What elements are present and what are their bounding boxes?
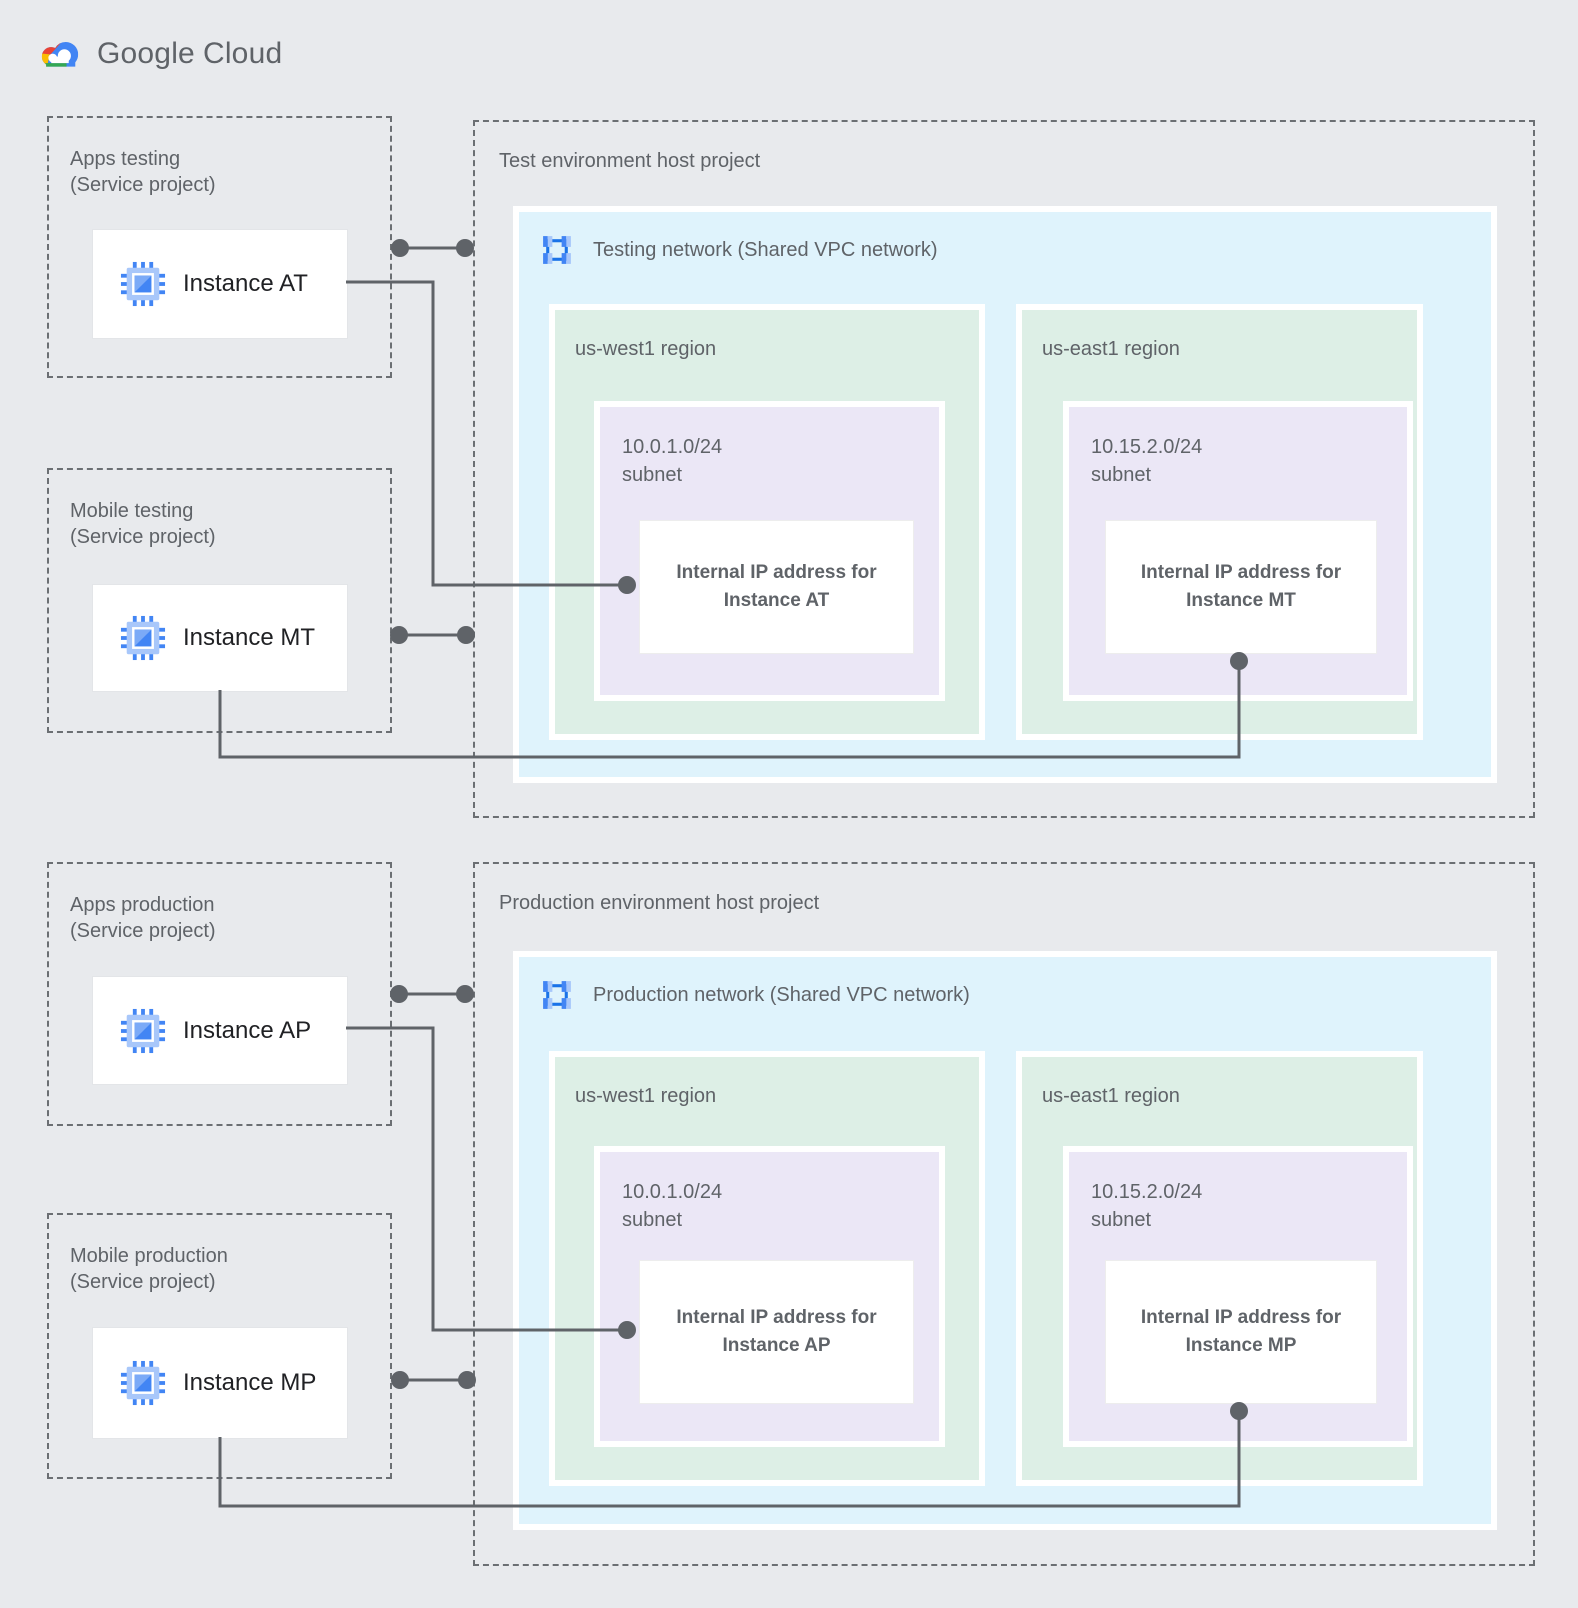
subnet-label: 10.0.1.0/24 subnet [622,1178,722,1234]
instance-card-at: Instance AT [92,229,348,339]
compute-engine-icon [120,1360,166,1406]
host-project-title: Test environment host project [499,150,761,172]
vpc-network-box-production: Production network (Shared VPC network) … [519,957,1491,1524]
google-cloud-logo-icon [41,42,79,67]
region-box-us-east1-test: us-east1 region 10.15.2.0/24 subnet Inte… [1022,310,1417,734]
region-box-us-west1-test: us-west1 region 10.0.1.0/24 subnet Inter… [555,310,979,734]
instance-card-ap: Instance AP [92,976,348,1085]
connector-dot [391,239,409,257]
service-project-title: Apps production (Service project) [70,892,216,945]
service-project-box-apps-production: Apps production (Service project) Instan… [47,862,392,1126]
connector-dot [390,985,408,1003]
vpc-network-header: Production network (Shared VPC network) [540,978,970,1012]
instance-label: Instance MT [183,624,316,651]
vpc-network-icon [543,236,571,264]
connector-dot [456,239,474,257]
internal-ip-box-mt: Internal IP address for Instance MT [1105,520,1377,654]
subnet-cidr: 10.0.1.0/24 [622,1181,723,1203]
subnet-label: 10.0.1.0/24 subnet [622,433,722,489]
service-project-box-apps-testing: Apps testing (Service project) Instance … [47,116,392,378]
service-project-title: Mobile production (Service project) [70,1243,228,1296]
connector-dot [456,985,474,1003]
network-label: Testing network (Shared VPC network) [593,238,938,261]
subnet-word: subnet [1091,464,1152,486]
instance-card-mp: Instance MP [92,1327,348,1439]
internal-ip-box-ap: Internal IP address for Instance AP [639,1260,914,1404]
subnet-cidr: 10.0.1.0/24 [622,436,723,458]
service-project-name: Mobile production [70,1245,228,1267]
service-project-title: Apps testing (Service project) [70,146,216,199]
service-project-box-mobile-testing: Mobile testing (Service project) Instanc… [47,468,392,733]
service-project-title: Mobile testing (Service project) [70,498,216,551]
subnet-cidr: 10.15.2.0/24 [1091,436,1203,458]
vpc-network-icon [543,981,571,1009]
internal-ip-instance: Instance MP [1185,1335,1297,1356]
service-project-name: Apps testing [70,148,181,170]
region-box-us-west1-prod: us-west1 region 10.0.1.0/24 subnet Inter… [555,1057,979,1480]
subnet-label: 10.15.2.0/24 subnet [1091,433,1202,489]
connector-dot [390,626,408,644]
subnet-word: subnet [1091,1209,1152,1231]
region-label: us-west1 region [575,1085,717,1107]
instance-label: Instance MP [183,1369,317,1396]
subnet-box: 10.0.1.0/24 subnet Internal IP address f… [600,407,939,695]
internal-ip-instance: Instance AT [723,590,830,611]
compute-engine-icon [120,1008,166,1053]
instance-card-mt: Instance MT [92,584,348,692]
service-project-name: Mobile testing [70,500,194,522]
internal-ip-instance: Instance AP [722,1335,831,1356]
compute-engine-icon [120,261,166,307]
internal-ip-box-mp: Internal IP address for Instance MP [1105,1260,1377,1404]
internal-ip-text: Internal IP address for [676,561,877,583]
subnet-box: 10.0.1.0/24 subnet Internal IP address f… [600,1152,939,1441]
logo-word-cloud: Cloud [202,37,283,70]
subnet-box: 10.15.2.0/24 subnet Internal IP address … [1069,1152,1407,1441]
internal-ip-text: Internal IP address for [676,1306,877,1328]
internal-ip-text: Internal IP address for [1140,561,1342,583]
vpc-network-box-testing: Testing network (Shared VPC network) us-… [519,212,1491,777]
subnet-cidr: 10.15.2.0/24 [1091,1181,1203,1203]
service-project-subtitle: (Service project) [70,920,216,943]
instance-label: Instance AT [183,270,308,297]
service-project-name: Apps production [70,894,215,916]
internal-ip-box-at: Internal IP address for Instance AT [639,520,914,654]
service-project-subtitle: (Service project) [70,1271,216,1294]
connector-dot [391,1371,409,1389]
host-project-title: Production environment host project [499,892,820,914]
service-project-subtitle: (Service project) [70,174,216,197]
subnet-box: 10.15.2.0/24 subnet Internal IP address … [1069,407,1407,695]
host-project-box-production: Production environment host project Prod… [473,862,1535,1566]
region-label: us-east1 region [1042,338,1180,360]
compute-engine-icon [120,615,166,661]
region-label: us-east1 region [1042,1085,1180,1107]
service-project-box-mobile-production: Mobile production (Service project) Inst… [47,1213,392,1479]
subnet-word: subnet [622,1209,683,1231]
internal-ip-text: Internal IP address for [1140,1306,1342,1328]
subnet-label: 10.15.2.0/24 subnet [1091,1178,1202,1234]
region-box-us-east1-prod: us-east1 region 10.15.2.0/24 subnet Inte… [1022,1057,1417,1480]
service-project-subtitle: (Service project) [70,526,216,549]
instance-label: Instance AP [183,1016,312,1044]
subnet-word: subnet [622,464,683,486]
logo-word-google: Google [97,37,195,70]
vpc-network-header: Testing network (Shared VPC network) [540,233,938,267]
host-project-box-test: Test environment host project Testing ne… [473,120,1535,818]
internal-ip-instance: Instance MT [1186,590,1296,611]
region-label: us-west1 region [575,338,717,360]
network-label: Production network (Shared VPC network) [593,983,970,1006]
